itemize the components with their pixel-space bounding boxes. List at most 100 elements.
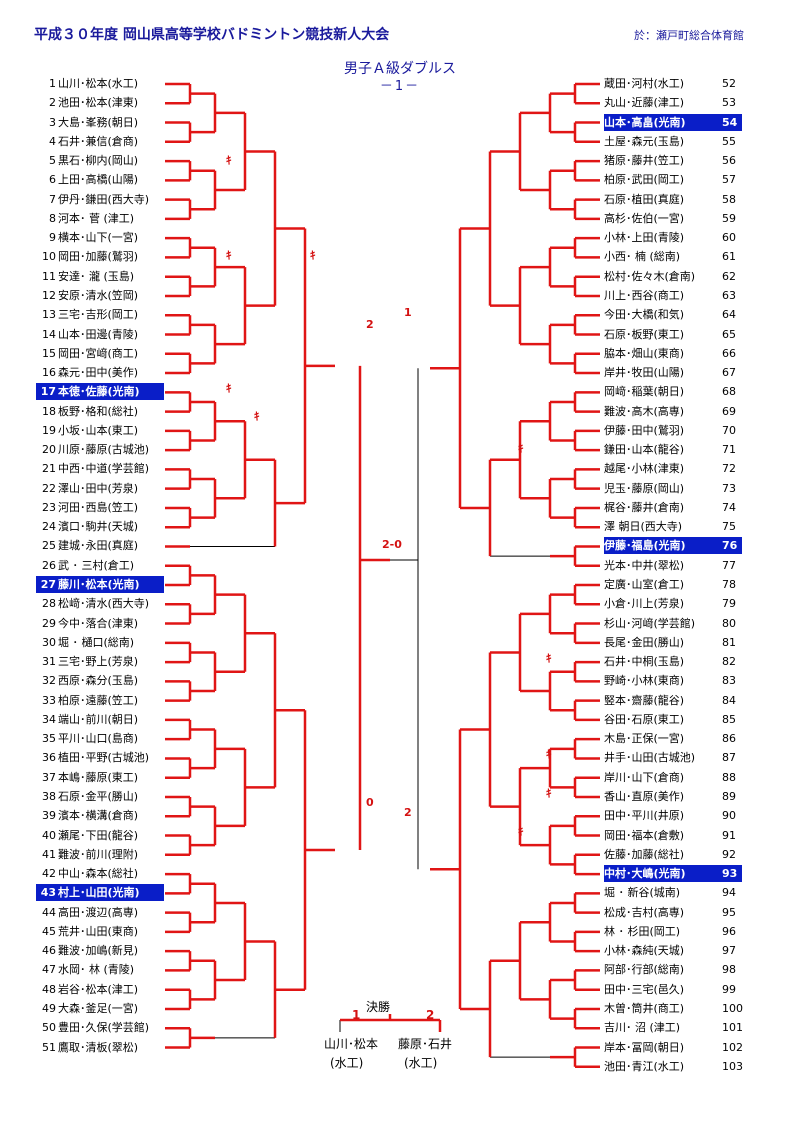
right-entry: 井手･山田(古城池)87: [604, 749, 736, 766]
entry-number: 95: [722, 905, 736, 919]
final-left-name: 山川･松本: [324, 1037, 379, 1051]
entry-number: 22: [42, 481, 56, 495]
entry-name: 本徳･佐藤(光南): [58, 385, 140, 399]
right-entry: 澤 朝日(西大寺)75: [604, 518, 736, 535]
entry-number: 32: [42, 674, 56, 688]
entry-number: 4: [49, 134, 56, 148]
right-entry: 阿部･行部(総南) 98: [604, 961, 736, 978]
entry-number: 55: [722, 134, 736, 148]
entry-name: 石井･兼信(倉商): [58, 134, 139, 148]
entry-name: 水岡･ 林 (青陵): [58, 963, 135, 977]
entry-number: 71: [722, 443, 736, 457]
entry-name: 野崎･小林(東商): [604, 674, 685, 688]
entry-number: 78: [722, 578, 736, 592]
right-entry: 石井･中桐(玉島)82: [604, 653, 736, 670]
entry-name: 鷹取･清板(翠松): [58, 1040, 139, 1054]
right-entry: 香山･直原(美作)89: [604, 788, 736, 805]
entry-number: 88: [722, 770, 736, 784]
event-title: 男子Ａ級ダブルス: [344, 61, 456, 77]
entry-name: 藤川･松本(光南): [58, 578, 140, 592]
entry-number: 31: [42, 655, 56, 669]
retire-mark: ｷ: [226, 382, 232, 395]
entry-number: 19: [42, 423, 56, 437]
right-entry: 谷田･石原(東工)85: [604, 711, 736, 728]
right-entry: 小林･上田(青陵)60: [604, 229, 736, 246]
right-entry: 堀 ･ 新谷(城南)94: [604, 884, 736, 901]
entry-name: 荒井･山田(東商): [58, 924, 139, 938]
right-entry: 今田･大橋(和気)64: [604, 306, 736, 323]
entry-name: 本嶋･藤原(東工): [58, 770, 139, 784]
entry-number: 61: [722, 250, 736, 264]
entry-number: 43: [40, 886, 56, 900]
entry-number: 3: [49, 115, 56, 129]
right-entry: 木曽･筒井(商工)100: [604, 1000, 743, 1017]
entry-name: 阿部･行部(総南): [604, 963, 685, 977]
entry-name: 岸川･山下(倉商): [604, 770, 685, 784]
entry-name: 村上･山田(光南): [58, 886, 140, 900]
entry-name: 横本･山下(一宮): [58, 231, 139, 245]
right-entry: 児玉･藤原(岡山)73: [604, 480, 736, 497]
entry-name: 山本･高畠(光南): [604, 115, 686, 129]
entry-name: 小倉･川上(芳泉): [604, 597, 685, 611]
entry-number: 48: [42, 982, 56, 996]
entry-name: 豊田･久保(学芸館): [58, 1021, 150, 1035]
entry-name: 越尾･小林(津東): [604, 462, 685, 476]
right-entry: 光本･中井(翠松)77: [604, 557, 736, 574]
entry-number: 81: [722, 635, 736, 649]
entry-name: 瀬尾･下田(龍谷): [58, 828, 139, 842]
entry-name: 岸井･牧田(山陽): [604, 366, 685, 380]
entry-number: 24: [42, 520, 56, 534]
entry-number: 40: [42, 828, 56, 842]
entry-name: 岡田･福本(倉敷): [604, 828, 685, 842]
right-entry: 岡﨑･稲葉(朝日)68: [604, 383, 736, 400]
score-left-semifinal-bottom: 0: [366, 796, 374, 809]
entry-name: 今田･大橋(和気): [604, 308, 685, 322]
entry-name: 石井･中桐(玉島): [604, 655, 685, 669]
entry-number: 56: [722, 154, 736, 168]
entry-number: 65: [722, 327, 736, 341]
right-entry: 小林･森純(天城)97: [604, 942, 736, 959]
right-entry: 伊藤･田中(鷲羽) 70: [604, 422, 736, 439]
right-entry: 小倉･川上(芳泉)79: [604, 595, 736, 612]
entry-name: 高杉･佐伯(一宮): [604, 211, 685, 225]
entry-name: 石原･板野(東工): [604, 327, 685, 341]
entry-name: 田中･平川(井原): [604, 809, 685, 823]
entry-name: 川上･西谷(商工): [604, 288, 685, 302]
entry-name: 田中･三宅(邑久): [604, 982, 685, 996]
entry-number: 52: [722, 77, 736, 90]
entry-name: 河田･西島(笠工): [58, 500, 139, 514]
entry-number: 70: [722, 423, 736, 437]
entry-name: 岸本･冨岡(朝日): [604, 1040, 685, 1054]
score-right-semifinal-top: 1: [404, 306, 412, 319]
right-entry: 杉山･河﨑(学芸館)80: [604, 615, 736, 632]
retire-mark: ｷ: [546, 652, 552, 665]
entry-name: 伊藤･田中(鷲羽): [604, 423, 685, 437]
entry-number: 98: [722, 963, 736, 977]
entry-name: 高田･渡辺(高専): [58, 905, 139, 919]
right-entry: 野崎･小林(東商)83: [604, 672, 736, 689]
entry-name: 中西･中道(学芸館): [58, 462, 150, 476]
bracket-black-lines: [190, 368, 550, 1058]
entry-number: 86: [722, 732, 736, 746]
entry-name: 井手･山田(古城池): [604, 751, 696, 765]
entry-number: 101: [722, 1021, 743, 1035]
entry-number: 11: [42, 269, 56, 283]
right-entry: 定廣･山室(倉工)78: [604, 576, 736, 593]
entry-number: 94: [722, 886, 736, 900]
